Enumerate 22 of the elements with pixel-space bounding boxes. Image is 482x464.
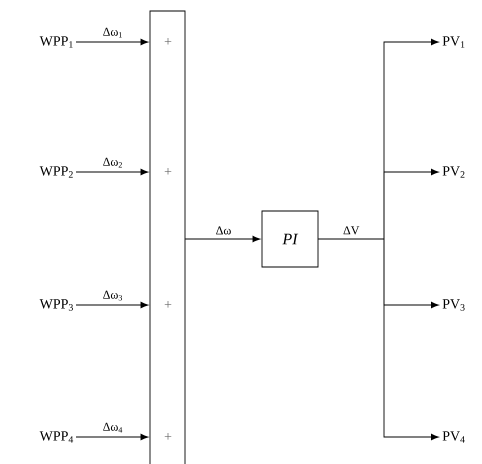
arrow: [185, 236, 260, 242]
output-label: PV$_{4}$: [442, 431, 465, 443]
edge-label: Δω$_{2}$: [103, 158, 122, 168]
controller-box: PI: [262, 210, 318, 268]
edge-label: Δω$_{3}$: [103, 290, 122, 300]
arrow: [76, 168, 148, 176]
edge-label: Δω$_{1}$: [103, 28, 122, 38]
output-label: PV$_{1}$: [442, 36, 464, 48]
arrow: [76, 38, 148, 46]
source-label: WPP$_{3}$: [40, 299, 73, 311]
arrow: [76, 302, 148, 308]
summing-bar: + + + +: [150, 10, 186, 464]
output-label: PV$_{3}$: [442, 299, 465, 311]
edge-label: ΔV: [344, 226, 360, 234]
source-label: WPP$_{1}$: [40, 36, 73, 48]
source-label: WPP$_{4}$: [40, 431, 74, 443]
arrow: [76, 434, 148, 440]
edge-label: Δω$_{4}$: [103, 422, 122, 432]
edge-label: Δω: [216, 226, 231, 234]
source-label: WPP$_{2}$: [40, 166, 73, 178]
arrow: [318, 238, 439, 440]
output-label: PV$_{2}$: [442, 166, 464, 178]
